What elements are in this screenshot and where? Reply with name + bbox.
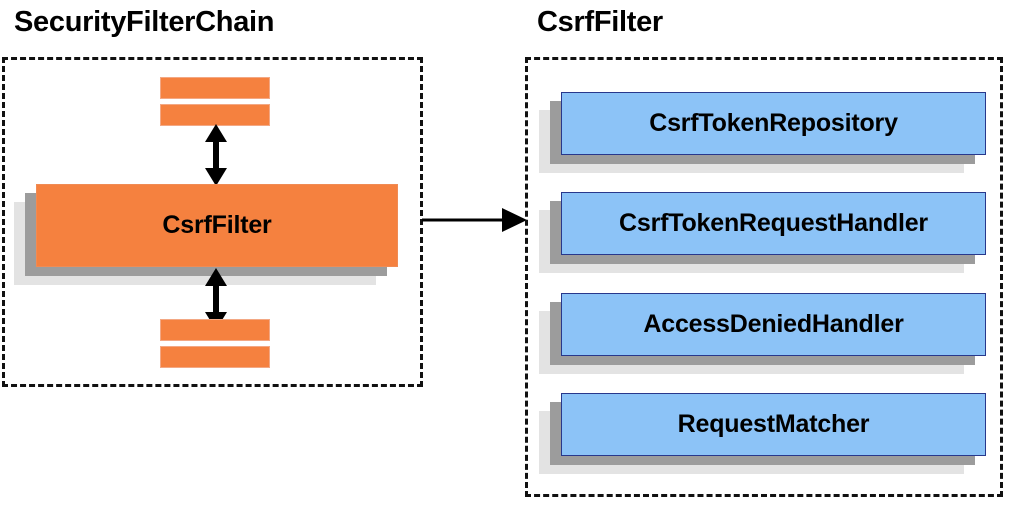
filter-bar-top-1 — [160, 77, 270, 99]
filter-bar-bottom-1 — [160, 319, 270, 341]
node-face: CsrfFilter — [36, 184, 398, 267]
node-request-matcher[interactable]: RequestMatcher — [539, 393, 986, 474]
section-title-security-filter-chain: SecurityFilterChain — [14, 6, 275, 38]
node-label: AccessDeniedHandler — [643, 310, 904, 338]
filter-bar-bottom-2 — [160, 346, 270, 368]
node-csrf-filter[interactable]: CsrfFilter — [14, 184, 398, 285]
node-csrf-token-request-handler[interactable]: CsrfTokenRequestHandler — [539, 192, 986, 273]
node-face: RequestMatcher — [561, 393, 986, 456]
node-face: CsrfTokenRequestHandler — [561, 192, 986, 255]
connector-arrow-csrf-filter-to-detail — [422, 208, 527, 232]
panel-csrf-filter-detail — [525, 57, 1003, 497]
node-label: RequestMatcher — [677, 410, 870, 438]
bidirectional-arrow-top — [205, 124, 227, 186]
node-face: CsrfTokenRepository — [561, 92, 986, 155]
node-label: CsrfTokenRequestHandler — [619, 209, 928, 237]
node-face: AccessDeniedHandler — [561, 293, 986, 356]
node-label: CsrfTokenRepository — [649, 109, 898, 137]
node-csrf-token-repository[interactable]: CsrfTokenRepository — [539, 92, 986, 173]
filter-bar-top-2 — [160, 104, 270, 126]
section-title-csrf-filter: CsrfFilter — [537, 6, 663, 38]
node-access-denied-handler[interactable]: AccessDeniedHandler — [539, 293, 986, 374]
node-label: CsrfFilter — [162, 211, 272, 239]
panel-security-filter-chain — [2, 57, 423, 387]
